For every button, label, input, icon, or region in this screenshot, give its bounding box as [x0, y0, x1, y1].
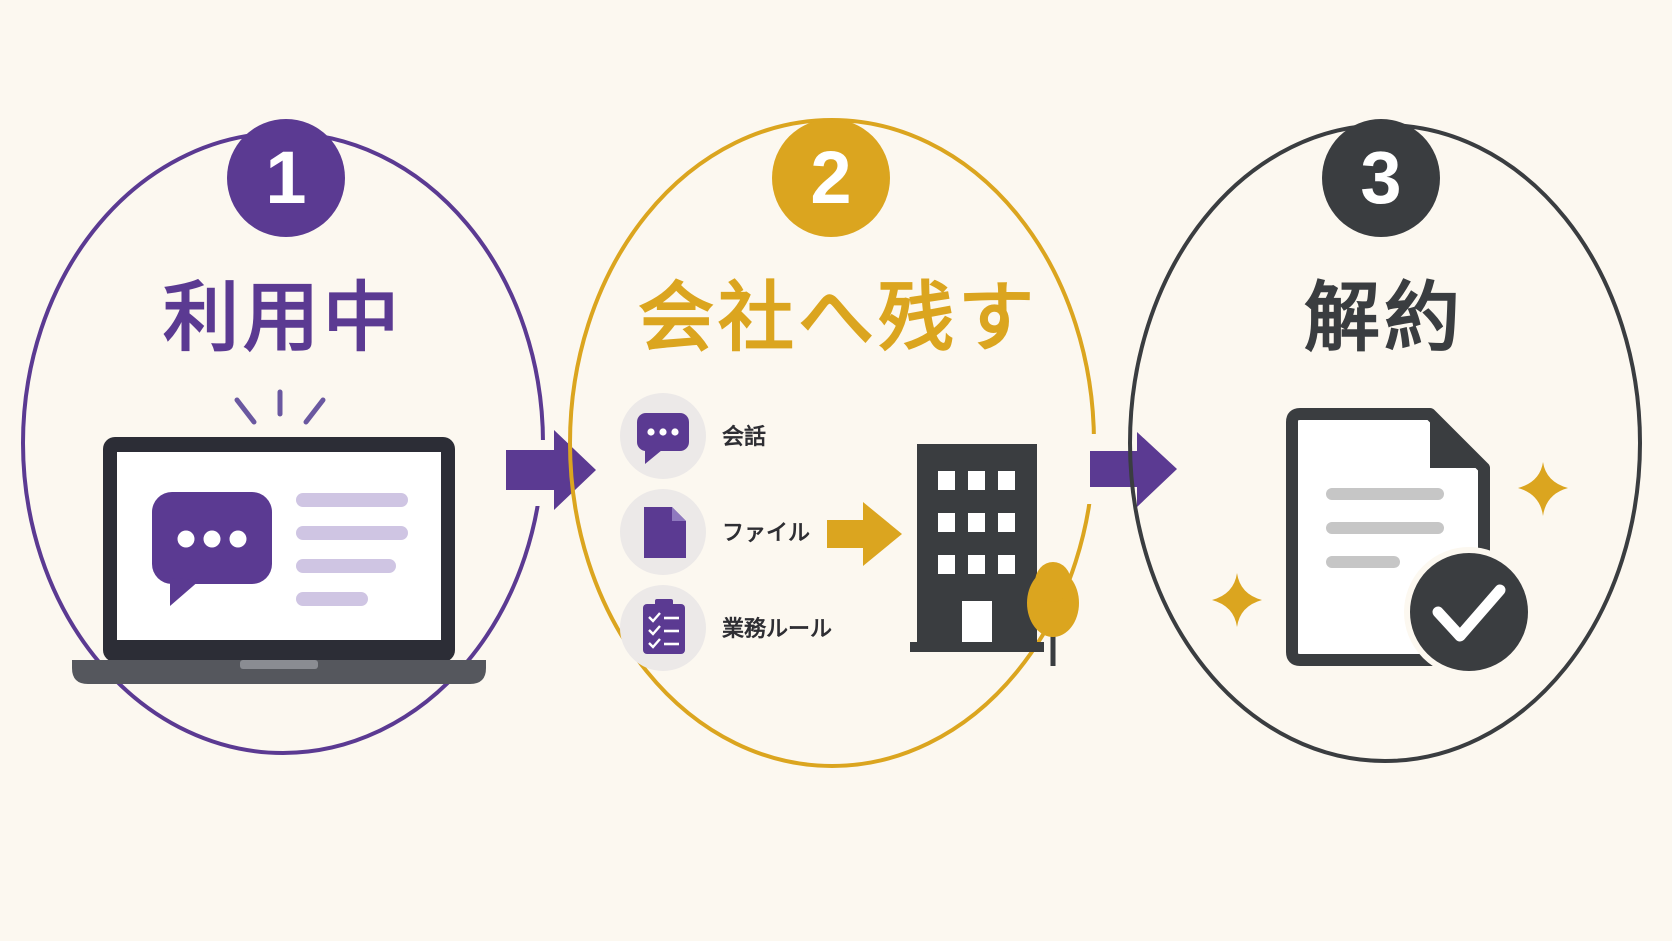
file-icon	[620, 489, 706, 575]
chat-bubble-icon	[620, 393, 706, 479]
step-3-title: 解約	[1304, 273, 1464, 362]
item-label-conversation: 会話	[722, 425, 767, 450]
sparkle-icon	[1518, 462, 1568, 516]
step-3-number-badge: 3	[1322, 119, 1440, 237]
arrow-items-to-building	[827, 502, 902, 566]
arrow-step1-to-step2	[503, 430, 596, 510]
tree-icon	[1027, 562, 1079, 666]
step-1-number-badge: 1	[227, 119, 345, 237]
office-building-icon	[910, 444, 1044, 652]
step-2-title: 会社へ残す	[638, 273, 1038, 362]
step-1-title: 利用中	[163, 273, 403, 362]
step-2-number-badge: 2	[772, 119, 890, 237]
item-label-business-rules: 業務ルール	[722, 617, 833, 642]
clipboard-checklist-icon	[620, 585, 706, 671]
document-check-icon	[1286, 408, 1534, 677]
item-label-file: ファイル	[722, 521, 811, 546]
sparkle-icon	[1212, 573, 1262, 627]
laptop-chat-icon	[72, 389, 486, 684]
